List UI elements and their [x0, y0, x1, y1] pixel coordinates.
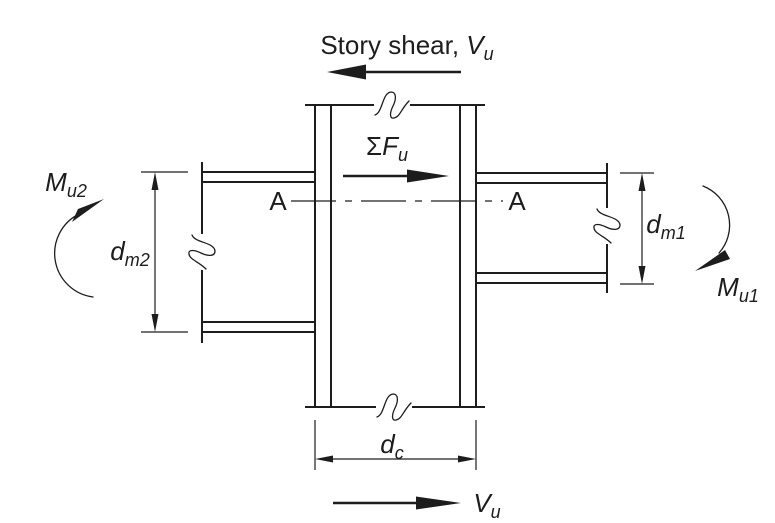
- right-beam: [476, 163, 621, 293]
- dimension-dm2: [141, 171, 188, 333]
- section-label-left: A: [269, 186, 287, 216]
- dim-label-dm1: dm1: [646, 209, 686, 243]
- right-beam-break: [593, 208, 621, 244]
- left-beam: [188, 162, 315, 343]
- dimension-dc: [314, 420, 477, 470]
- moment-label-mu2: Mu2: [45, 167, 87, 201]
- section-label-right: A: [508, 186, 526, 216]
- left-beam-break: [188, 234, 216, 270]
- moment-arrow-right: [695, 185, 731, 271]
- dimension-dm1: [620, 172, 654, 285]
- column-shear-label: Vu: [473, 488, 501, 522]
- story-shear-arrow: [327, 64, 461, 80]
- dim-label-dm2: dm2: [110, 236, 150, 270]
- column-break-bottom: [376, 393, 412, 421]
- sum-force-arrow: [343, 169, 449, 183]
- moment-label-mu1: Mu1: [717, 272, 759, 306]
- column: [305, 91, 485, 421]
- column-shear-arrow: [333, 496, 461, 510]
- dim-label-dc: dc: [380, 429, 404, 463]
- story-shear-label: Story shear, Vu: [320, 30, 494, 64]
- moment-arrow-left: [54, 199, 104, 298]
- story-shear-text: Story shear,: [320, 30, 467, 60]
- column-break-top: [374, 91, 410, 119]
- sum-force-label: ΣFu: [366, 131, 408, 165]
